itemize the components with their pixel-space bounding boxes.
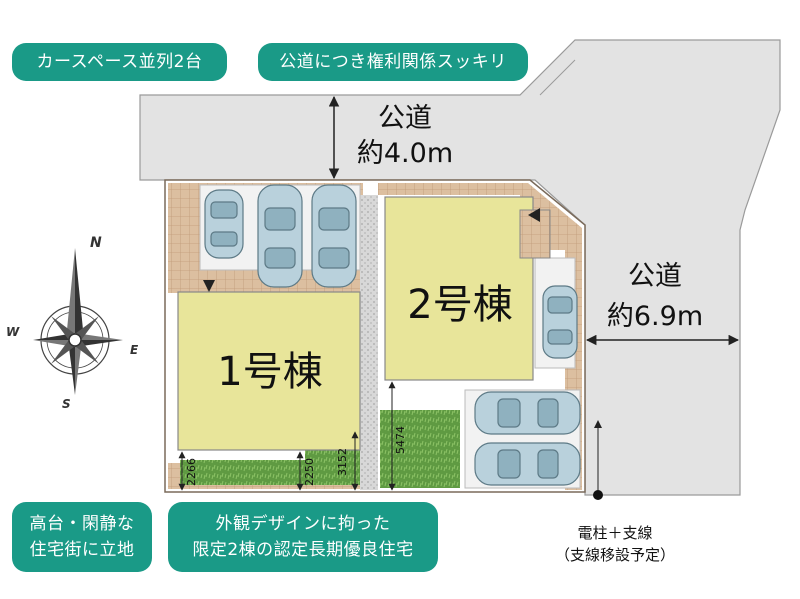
- badge-design: 外観デザインに拘った 限定2棟の認定長期優良住宅: [168, 502, 438, 572]
- badge-design-line1: 外観デザインに拘った: [215, 514, 391, 534]
- dim-label-5474: 5474: [394, 426, 407, 454]
- entry-marker-building1: [203, 280, 215, 292]
- lawn-building1-front: [180, 460, 305, 485]
- badge-location-line1: 高台・閑静な: [29, 514, 135, 534]
- compass-west: W: [6, 325, 20, 339]
- compass-east: E: [130, 343, 139, 357]
- north-road: [139, 39, 781, 496]
- compass-north: N: [90, 235, 102, 251]
- badge-parking: カースペース並列2台: [12, 43, 227, 81]
- badge-public-road: 公道につき権利関係スッキリ: [258, 43, 528, 81]
- badge-parking-text: カースペース並列2台: [36, 52, 203, 72]
- compass-south: S: [62, 397, 71, 411]
- car-6: [474, 442, 581, 486]
- east-road-width: 約6.9m: [607, 301, 703, 332]
- badge-location: 高台・閑静な 住宅街に立地: [12, 502, 152, 572]
- badge-location-line2: 住宅街に立地: [29, 540, 135, 560]
- dim-label-2266: 2266: [185, 458, 198, 486]
- east-road-edge: [539, 59, 576, 96]
- dim-label-2250: 2250: [303, 458, 316, 486]
- utility-pole-label: 電柱＋支線: [577, 524, 652, 542]
- car-1: [204, 189, 244, 259]
- pole-guy-arrowhead: [594, 420, 602, 428]
- north-road-width: 約4.0m: [357, 138, 453, 169]
- east-road-label: 公道: [628, 261, 682, 292]
- entry-marker-building2: [528, 208, 540, 222]
- north-road-label: 公道: [378, 103, 432, 134]
- building1-label: 1号棟: [217, 349, 322, 395]
- gravel-walkway: [360, 195, 378, 490]
- building2-label: 2号棟: [407, 282, 512, 328]
- badge-public-road-text: 公道につき権利関係スッキリ: [279, 52, 507, 72]
- car-3: [311, 184, 357, 288]
- building2-footprint: [384, 196, 534, 381]
- utility-pole-note: （支線移設予定）: [555, 546, 675, 564]
- car-2: [257, 184, 303, 288]
- dim-label-3152: 3152: [336, 448, 349, 476]
- car-5: [474, 391, 581, 435]
- building1-footprint: [177, 291, 361, 451]
- compass-icon: [33, 248, 123, 395]
- badge-design-line2: 限定2棟の認定長期優良住宅: [192, 540, 414, 560]
- utility-pole-icon: [593, 490, 603, 500]
- car-4: [542, 285, 578, 359]
